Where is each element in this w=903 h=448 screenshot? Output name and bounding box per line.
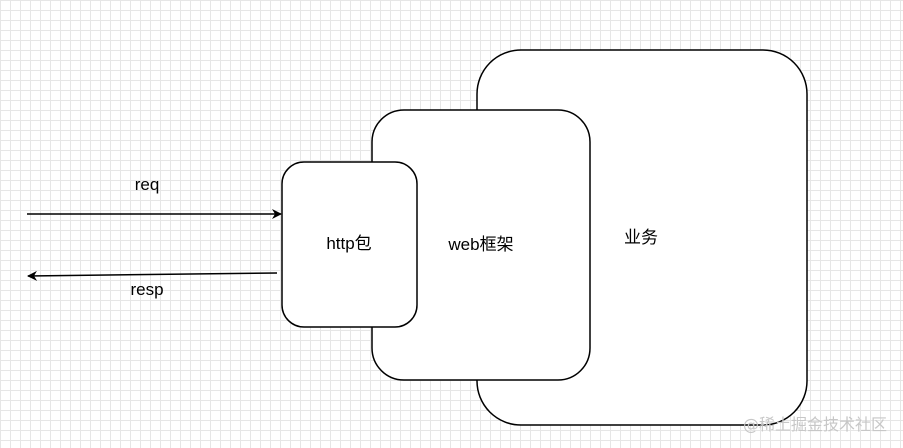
response-label: resp <box>130 280 163 299</box>
watermark: @稀土掘金技术社区 <box>743 415 887 434</box>
http-package-box <box>281 161 418 328</box>
response-arrow <box>27 270 278 281</box>
request-label: req <box>135 175 160 194</box>
web-framework-label: web框架 <box>447 235 513 254</box>
business-label: 业务 <box>624 228 658 247</box>
http-package-label: http包 <box>326 234 371 253</box>
